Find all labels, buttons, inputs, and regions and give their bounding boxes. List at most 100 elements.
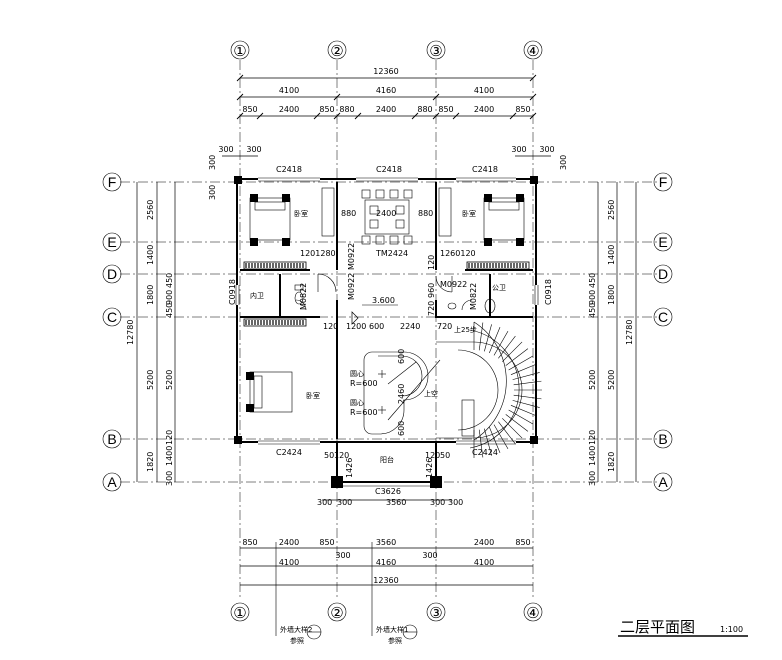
svg-text:4100: 4100 [279,86,299,95]
svg-text:960: 960 [427,283,436,298]
svg-text:880: 880 [418,209,433,218]
interior-dimensions: 880 2400 880 1201280 1260120 3.600 120 1… [300,209,476,507]
door-label: TM2424 [375,249,408,258]
horizontal-axis-lines [120,181,660,483]
svg-text:3.600: 3.600 [372,296,395,305]
svg-text:300: 300 [218,145,233,154]
svg-text:1201280: 1201280 [300,249,336,258]
bed-icon [249,194,291,246]
svg-text:2400: 2400 [376,105,396,114]
title-text: 二层平面图 [620,618,695,636]
svg-text:A: A [658,474,668,490]
svg-text:2400: 2400 [376,209,396,218]
svg-text:F: F [659,174,668,190]
wardrobe [438,187,452,237]
void-outline [363,351,441,435]
svg-text:5200: 5200 [165,370,174,390]
svg-text:D: D [107,266,117,282]
svg-text:300: 300 [448,498,463,507]
vertical-axis-lines [239,60,534,600]
svg-text:300: 300 [559,155,568,170]
window-label: C0918 [228,279,237,305]
svg-text:圆心: 圆心 [350,370,364,378]
svg-text:1200: 1200 [346,322,366,331]
bed-icon [483,194,525,246]
svg-text:120: 120 [427,255,436,270]
svg-text:12780: 12780 [625,320,634,345]
svg-text:4100: 4100 [279,558,299,567]
svg-text:C: C [107,309,117,325]
svg-text:2460: 2460 [397,384,406,404]
svg-text:850: 850 [515,105,530,114]
svg-text:E: E [658,234,667,250]
svg-text:300: 300 [422,551,437,560]
svg-text:120: 120 [588,430,597,445]
svg-text:1426: 1426 [425,458,434,478]
room-void: 上空 [424,389,438,398]
svg-text:5200: 5200 [588,370,597,390]
arrow-icon [351,311,359,325]
svg-text:120: 120 [323,322,338,331]
svg-text:参照: 参照 [290,636,304,645]
detail-callout-left: 外墙大样2 参照 [275,542,322,645]
svg-text:1800: 1800 [607,285,616,305]
svg-text:E: E [107,234,116,250]
bed-icon [246,371,293,413]
svg-text:3560: 3560 [376,538,396,547]
door-swings [295,273,473,311]
svg-text:12780: 12780 [126,320,135,345]
svg-text:300: 300 [588,471,597,486]
axis-label-2-bottom: ② [330,604,343,622]
svg-text:1400: 1400 [146,245,155,265]
svg-text:880: 880 [341,209,356,218]
svg-text:F: F [108,174,117,190]
svg-text:D: D [658,266,668,282]
svg-text:A: A [107,474,117,490]
svg-text:B: B [658,431,667,447]
svg-text:120: 120 [334,451,349,460]
window-label: C2418 [472,165,498,174]
room-balcony: 阳台 [380,455,394,464]
svg-text:4100: 4100 [474,86,494,95]
spiral-stair [436,321,542,458]
svg-text:B: B [107,431,116,447]
closet-hatch-lines [245,263,527,325]
axis-bubbles-left: F E D C B A [102,172,122,492]
dim-total-top: 12360 [373,67,398,76]
svg-text:1820: 1820 [146,452,155,472]
svg-text:2240: 2240 [400,322,420,331]
door-label: M0822 [469,283,478,310]
svg-text:900: 900 [165,290,174,305]
dining-table-icon [361,189,413,245]
svg-text:600: 600 [369,322,384,331]
axis-label-4-bottom: ④ [526,604,539,622]
axis-label-4-top: ④ [526,42,539,60]
svg-text:参照: 参照 [388,636,402,645]
axis-label-1-bottom: ① [233,604,246,622]
axis-label-1-top: ① [233,42,246,60]
svg-text:1426: 1426 [345,458,354,478]
axis-label-2-top: ② [330,42,343,60]
svg-text:900: 900 [588,290,597,305]
svg-text:50: 50 [440,451,450,460]
axis-bubbles-bottom: ① ② ③ ④ [230,602,543,622]
svg-text:880: 880 [417,105,432,114]
svg-text:1820: 1820 [607,452,616,472]
room-bedroom: 卧室 [462,209,476,218]
svg-text:2400: 2400 [474,105,494,114]
svg-text:1400: 1400 [607,245,616,265]
svg-text:2400: 2400 [279,105,299,114]
bottom-dimensions: 850 2400 850 3560 2400 850 300 300 4100 … [240,538,533,586]
svg-text:300: 300 [539,145,554,154]
svg-text:300: 300 [317,498,332,507]
svg-text:300: 300 [337,498,352,507]
wardrobe [321,187,335,237]
svg-text:2400: 2400 [279,538,299,547]
dim-total-bottom: 12360 [373,576,398,585]
svg-text:300: 300 [208,185,217,200]
room-inner-bath: 内卫 [250,291,264,300]
door-label: M0922 [440,280,467,289]
window-label: C2418 [276,165,302,174]
closet-hatch [243,261,530,327]
svg-text:1260120: 1260120 [440,249,476,258]
